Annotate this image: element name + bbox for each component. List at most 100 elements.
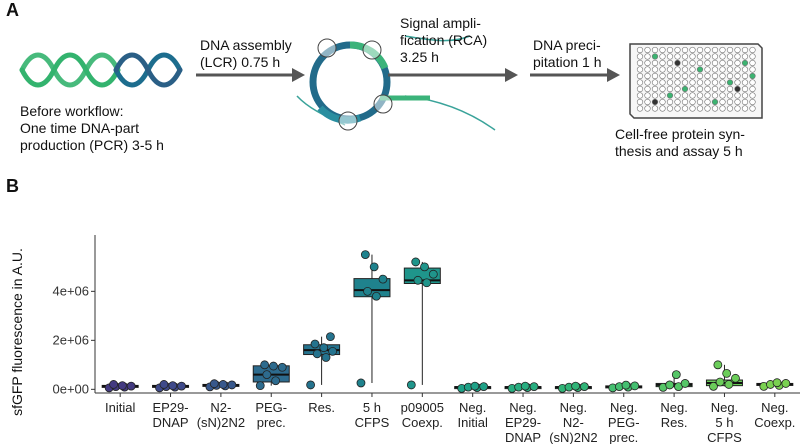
x-tick-label: 5 h [715,415,733,430]
data-point [321,353,331,362]
data-point [724,380,734,389]
panel-a-label: A [6,0,19,20]
data-point [312,349,322,359]
data-point [422,278,432,288]
data-point [529,382,539,392]
x-tick-label: EP29- [152,400,188,415]
data-point [731,373,740,383]
arrow-icon [196,68,305,82]
data-point [227,380,237,390]
plasmid-diagram-icon [296,35,496,131]
data-point [277,362,287,372]
x-tick-label: CFPS [355,415,390,430]
data-point [479,382,489,392]
x-tick-label: DNAP [505,430,541,444]
data-point [269,361,278,371]
x-tick-label: N2- [210,400,231,415]
signal-step-line-1: Signal ampli- [400,15,481,31]
data-point [630,381,640,391]
cfps-step-line-1: Cell-free protein syn- [615,126,745,142]
well-plate-icon [629,43,763,119]
data-point [713,360,723,370]
box [353,278,391,298]
data-point [470,381,480,391]
x-tick-label: Coexp. [402,415,443,430]
data-point [722,369,732,378]
data-point [255,381,265,391]
assembly-step-line-1: DNA assembly [200,37,292,53]
data-point [406,380,416,390]
x-tick-label: prec. [257,415,286,430]
data-point [117,381,127,391]
data-point [326,332,335,342]
x-tick-label: Initial [105,400,135,415]
y-tick-label: 2e+06 [52,332,89,347]
x-tick-label: Res. [661,415,688,430]
data-point [306,380,316,390]
before-workflow-line-1: Before workflow: [20,103,124,119]
data-point [621,380,631,390]
x-tick-label: Initial [457,415,487,430]
data-point [715,377,725,387]
x-tick-label: p09005 [401,400,444,415]
x-tick-label: (sN)2N2 [549,430,597,444]
data-point [520,381,530,391]
data-point [360,250,370,259]
x-tick-label: N2- [563,415,584,430]
data-point [218,380,228,389]
signal-step-line-3: 3.25 h [400,49,439,65]
workflow-diagram [19,35,763,131]
cfps-step-line-2: thesis and assay 5 h [615,143,743,159]
data-point [571,381,580,391]
data-point [159,380,169,389]
data-point [420,262,429,272]
data-point [168,381,178,391]
data-point [371,291,381,301]
before-workflow-line-3: production (PCR) 3-5 h [20,137,164,153]
data-point [665,380,675,390]
assembly-step-line-2: (LCR) 0.75 h [200,54,281,70]
x-tick-label: Neg. [711,400,738,415]
data-point [363,286,372,296]
data-point [671,370,681,380]
data-point [579,382,589,392]
data-point [356,378,366,388]
signal-step-line-2: fication (RCA) [400,32,488,48]
data-point [126,381,136,391]
before-workflow-line-2: One time DNA-part [20,120,140,136]
data-point [772,378,782,388]
data-point [369,262,379,272]
data-point [413,275,423,285]
x-tick-label: DNAP [152,415,188,430]
data-point [109,380,118,389]
x-tick-label: Neg. [610,400,637,415]
panel-b-label: B [6,176,19,196]
arrow-icon [530,68,620,82]
data-point [709,381,718,391]
x-tick-label: PEG- [255,400,287,415]
x-tick-label: CFPS [707,430,742,444]
precip-step-line-1: DNA preci- [533,37,601,53]
x-tick-label: PEG- [608,415,640,430]
x-tick-label: EP29- [505,415,541,430]
data-point [177,381,186,391]
x-tick-label: Neg. [761,400,788,415]
x-tick-label: Res. [308,400,335,415]
y-tick-label: 0e+00 [52,381,89,396]
x-tick-label: Neg. [509,400,536,415]
x-tick-label: Coexp. [754,415,795,430]
data-point [319,343,329,353]
data-point [262,370,272,380]
data-point [680,379,690,388]
x-tick-label: 5 h [363,400,381,415]
arrow-icon [388,68,518,82]
x-tick-label: Neg. [560,400,587,415]
data-point [328,346,338,356]
data-point [310,339,320,349]
y-axis-label: sfGFP fluorescence in A.U. [9,248,25,416]
x-tick-label: Neg. [459,400,486,415]
precip-step-line-2: pitation 1 h [533,54,602,70]
data-point [411,257,421,267]
x-tick-label: Neg. [660,400,687,415]
